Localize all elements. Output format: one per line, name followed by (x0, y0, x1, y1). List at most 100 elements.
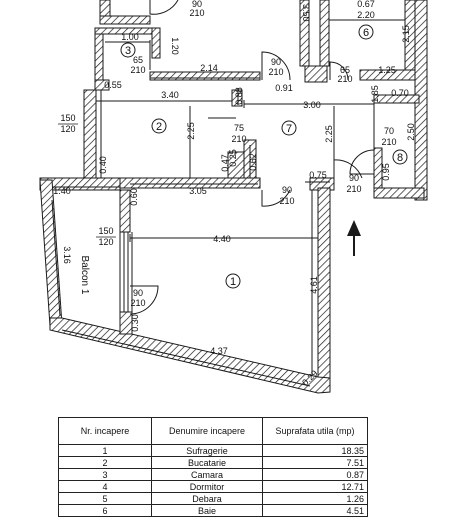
dim-label: 210 (346, 184, 361, 194)
dim-label: 0.91 (275, 83, 293, 93)
room-circle (151, 118, 167, 134)
dim-label: 70 (384, 126, 394, 136)
dim-label: 90 (133, 288, 143, 298)
wall (317, 187, 331, 384)
room-area-table: Nr. incapere Denumire incapere Suprafata… (58, 417, 368, 517)
room-circle (392, 149, 408, 165)
dim-label: 1.00 (121, 32, 139, 42)
room-area-cell: 0.87 (262, 468, 368, 481)
wall (319, 0, 330, 67)
dim-label: 75 (234, 123, 244, 133)
dim-label: 65 (133, 55, 143, 65)
table-row: 6 Baie 4.51 (58, 504, 368, 517)
dim-label: 0.88 (234, 87, 244, 105)
dim-label: 210 (189, 8, 204, 18)
floor-plan: 3 2 6 7 8 1 90 210 3.50 0.67 2.20 2.15 1… (39, 0, 428, 394)
room-markers (120, 24, 408, 289)
room-number: 6 (363, 27, 369, 39)
room-circle (120, 42, 136, 58)
walls (39, 0, 428, 394)
dim-label: 0.95 (381, 163, 391, 181)
dim-label: 3.50 (301, 4, 311, 22)
wall (94, 27, 104, 89)
dim-label: 0.60 (129, 188, 139, 206)
dim-label: 0.30 (130, 314, 140, 332)
table-row: 1 Sufragerie 18.35 (58, 444, 368, 457)
dim-label: 0.47 (220, 154, 230, 172)
dim-label: 2.25 (324, 125, 334, 143)
wall (49, 317, 331, 394)
dim-label: 1.40 (53, 186, 71, 196)
dim-label: 1.85 (370, 85, 380, 103)
dim-label: 90 (192, 0, 202, 9)
room-number: 1 (230, 276, 236, 288)
dim-label: 210 (130, 298, 145, 308)
dim-label: 90 (349, 173, 359, 183)
dim-label: 2.50 (406, 123, 416, 141)
floor-plan-drawing: 3 2 6 7 8 1 90 210 3.50 0.67 2.20 2.15 1… (39, 0, 428, 394)
dim-label: 210 (231, 134, 246, 144)
entry-arrow (347, 220, 361, 256)
room-name-cell: Baie (151, 504, 263, 517)
table-header-row: Nr. incapere Denumire incapere Suprafata… (58, 417, 368, 445)
dim-label: 90 (271, 57, 281, 67)
dim-label: 90 (282, 185, 292, 195)
wall (373, 94, 420, 104)
table-row: 5 Debara 1.26 (58, 492, 368, 505)
room-number: 2 (156, 121, 162, 133)
wall (149, 71, 261, 81)
dim-label: 3.05 (189, 186, 207, 196)
wall (359, 69, 416, 81)
dim-label: 2.20 (357, 10, 375, 20)
dim-label: 4.37 (210, 346, 228, 356)
dim-label: 2.25 (186, 122, 196, 140)
dim-label: 150 (98, 226, 113, 236)
room-number-cell: 5 (58, 492, 152, 505)
wall (99, 15, 151, 25)
dim-label: 3.40 (161, 90, 179, 100)
dim-label: 2.14 (200, 63, 218, 73)
column-header: Denumire incapere (151, 417, 263, 445)
dim-label: 4.61 (309, 276, 319, 294)
room-name-cell: Debara (151, 492, 263, 505)
room-number: 7 (286, 123, 292, 135)
room-number-cell: 1 (58, 444, 152, 457)
dim-label: 210 (279, 196, 294, 206)
wall (151, 27, 161, 59)
table-row: 2 Bucatarie 7.51 (58, 456, 368, 469)
column-header: Nr. incapere (58, 417, 152, 445)
dim-label: 120 (98, 237, 113, 247)
room-area-cell: 7.51 (262, 456, 368, 469)
dim-label: 210 (268, 67, 283, 77)
balcony-label: Balcon 1 (79, 256, 90, 295)
dim-label: 120 (60, 124, 75, 134)
dim-label: 1.20 (170, 37, 180, 55)
dim-label: 0.25 (228, 149, 238, 167)
dim-label: 210 (381, 137, 396, 147)
wall (119, 189, 131, 233)
dim-label: 3.00 (303, 100, 321, 110)
annotation-lines (51, 0, 406, 387)
dim-label: 0.40 (98, 156, 108, 174)
dim-label: 0.70 (391, 88, 409, 98)
room-number: 8 (397, 152, 403, 164)
dim-label: 4.40 (213, 234, 231, 244)
dim-label: 3.16 (62, 246, 72, 264)
wall (83, 89, 97, 181)
dim-label: 0.75 (309, 170, 327, 180)
room-circle (358, 24, 374, 40)
room-labels: 3 2 6 7 8 1 (125, 27, 403, 288)
column-header: Suprafata utila (mp) (262, 417, 368, 445)
room-area-cell: 18.35 (262, 444, 368, 457)
wall (373, 187, 425, 199)
room-number: 3 (125, 45, 131, 57)
room-name-cell: Camara (151, 468, 263, 481)
wall (304, 65, 328, 83)
wall (119, 311, 133, 335)
room-number-cell: 3 (58, 468, 152, 481)
dim-label: 210 (337, 74, 352, 84)
room-number-cell: 6 (58, 504, 152, 517)
table-row: 3 Camara 0.87 (58, 468, 368, 481)
dimension-labels: 90 210 3.50 0.67 2.20 2.15 1.00 1.20 65 … (53, 0, 416, 388)
room-circle (225, 273, 241, 289)
